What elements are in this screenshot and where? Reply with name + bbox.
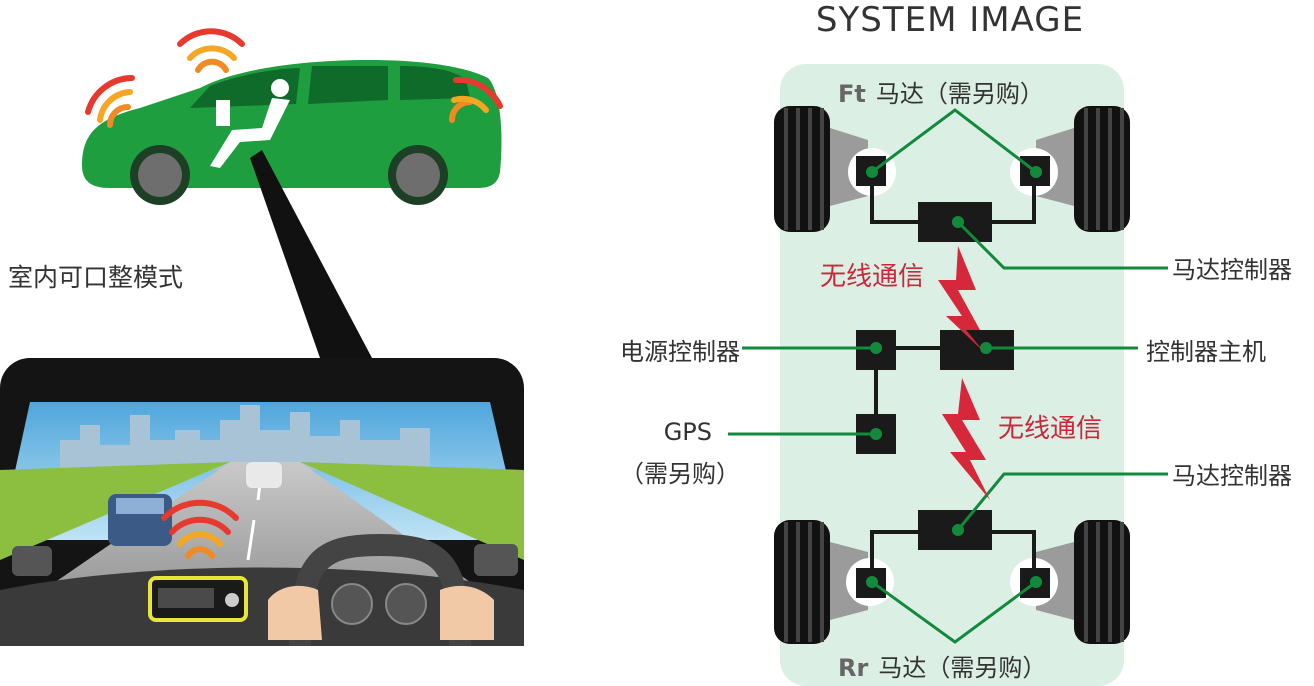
power-controller-label: 电源控制器 — [620, 338, 740, 366]
interior-mode-label: 室内可口整模式 — [8, 263, 184, 292]
controller-host-box — [940, 330, 1014, 370]
connector-lines — [728, 108, 1168, 644]
lightning-bolt-icon — [942, 378, 990, 500]
rear-motor-label: Rr 马达（需另购） — [838, 648, 1046, 683]
cabin-view — [0, 358, 524, 647]
wiring — [870, 186, 1036, 568]
front-motor-label: Ft 马达（需另购） — [838, 74, 1044, 109]
wireless-label-lower: 无线通信 — [998, 414, 1103, 444]
front-motor-controller-label: 马达控制器 — [1172, 256, 1292, 284]
front-motor-text: 马达（需另购） — [875, 80, 1044, 108]
controller-host-label: 控制器主机 — [1146, 338, 1266, 366]
connector-dots — [866, 166, 1042, 588]
lightning-bolt-icon — [938, 246, 984, 352]
rear-motor-prefix: Rr — [838, 654, 869, 682]
front-motor-prefix: Ft — [838, 80, 866, 108]
wireless-label-upper: 无线通信 — [820, 262, 925, 292]
zoom-pointer — [250, 150, 372, 358]
system-panel — [780, 64, 1124, 686]
gps-label: GPS — [663, 418, 712, 446]
gps-purchase-note: （需另购） — [620, 460, 740, 488]
car-illustration — [82, 28, 503, 205]
diagram-title: SYSTEM IMAGE — [815, 0, 1085, 40]
rear-motor-controller-label: 马达控制器 — [1172, 462, 1292, 490]
rear-motor-text: 马达（需另购） — [878, 654, 1047, 682]
